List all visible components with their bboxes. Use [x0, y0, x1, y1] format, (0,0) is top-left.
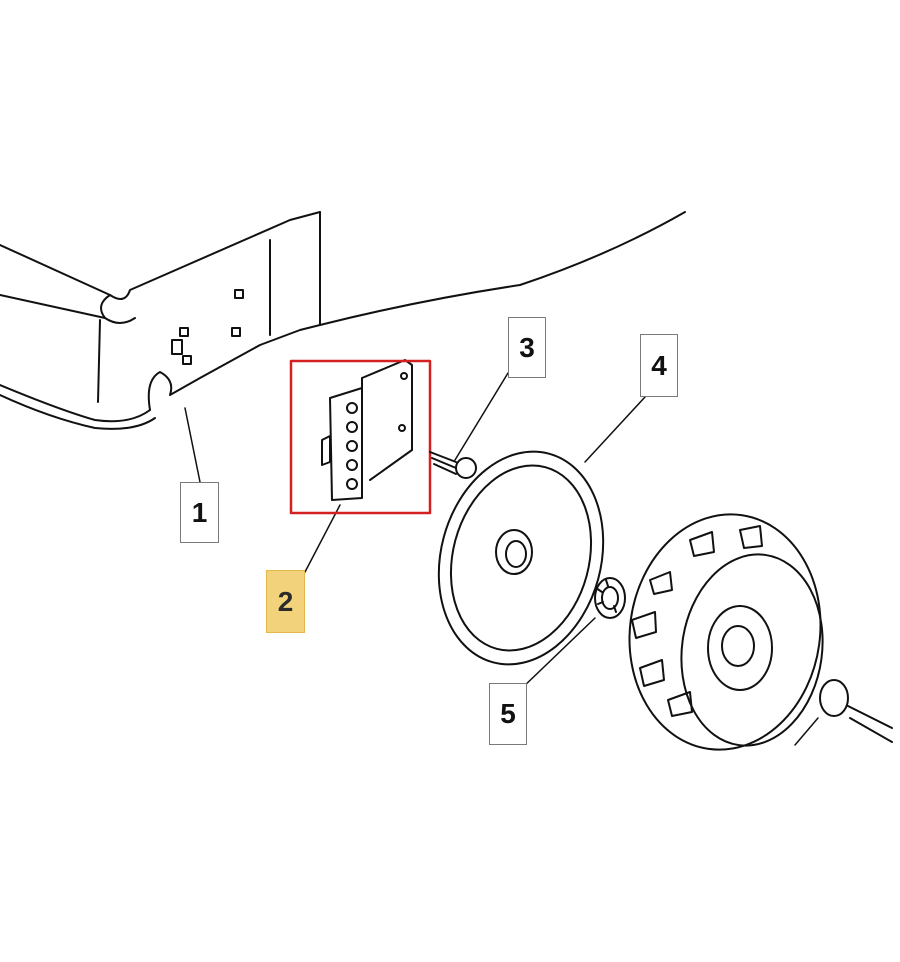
selection-box	[289, 359, 432, 515]
screw	[429, 372, 509, 479]
callout-4[interactable]: 4	[640, 334, 678, 397]
callout-2-selected[interactable]: 2	[266, 570, 305, 633]
hinge-bracket	[304, 359, 413, 573]
callout-1[interactable]: 1	[180, 482, 219, 543]
wheel-cover	[437, 396, 646, 666]
wheel	[628, 513, 893, 751]
mower-deck	[0, 211, 686, 483]
gear-bushing	[519, 577, 626, 691]
callout-3[interactable]: 3	[508, 317, 546, 378]
callout-5[interactable]: 5	[489, 683, 527, 745]
